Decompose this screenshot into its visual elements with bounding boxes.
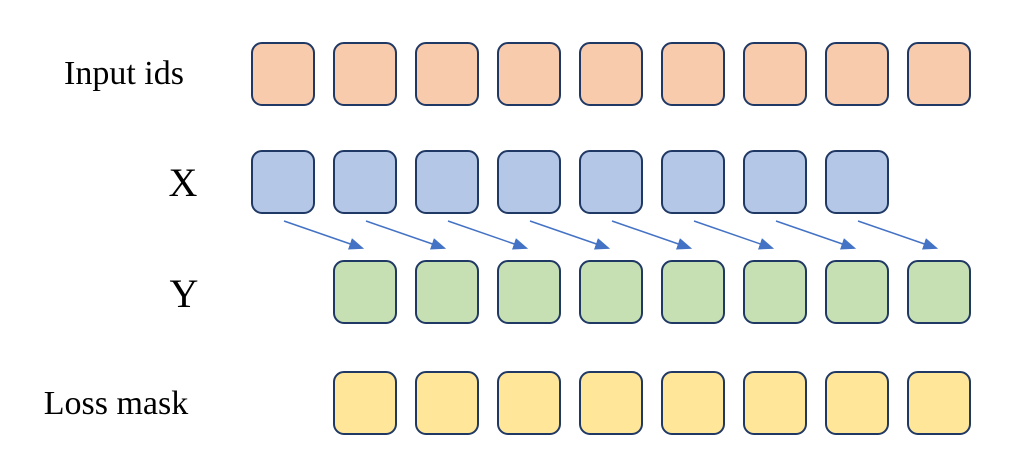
token-cell <box>743 260 807 324</box>
token-cell <box>743 150 807 214</box>
token-cell <box>333 42 397 106</box>
token-cell <box>661 150 725 214</box>
loss-mask-row <box>333 371 971 435</box>
token-cell <box>415 150 479 214</box>
row-label-y: Y <box>169 271 199 316</box>
token-cell <box>579 260 643 324</box>
token-cell <box>661 260 725 324</box>
token-cell <box>907 42 971 106</box>
token-cell <box>825 42 889 106</box>
token-cell <box>333 371 397 435</box>
y-row <box>333 260 971 324</box>
token-cell <box>743 42 807 106</box>
token-cell <box>333 150 397 214</box>
shift-arrow <box>283 220 365 250</box>
token-cell <box>497 371 561 435</box>
token-cell <box>825 260 889 324</box>
token-cell <box>661 42 725 106</box>
input-ids-row <box>251 42 971 106</box>
token-cell <box>579 150 643 214</box>
shift-arrow <box>529 220 611 250</box>
token-cell <box>497 150 561 214</box>
token-cell <box>579 371 643 435</box>
token-cell <box>415 371 479 435</box>
row-label-x: X <box>168 160 198 205</box>
x-row <box>251 150 889 214</box>
token-cell <box>415 42 479 106</box>
token-cell <box>251 42 315 106</box>
token-cell <box>579 42 643 106</box>
shift-arrow <box>857 220 939 250</box>
token-cell <box>415 260 479 324</box>
shift-arrow <box>365 220 447 250</box>
shift-arrow <box>611 220 693 250</box>
row-label-input-ids: Input ids <box>64 55 184 92</box>
token-cell <box>497 42 561 106</box>
token-cell <box>743 371 807 435</box>
token-cell <box>497 260 561 324</box>
token-cell <box>907 260 971 324</box>
shift-arrow <box>447 220 529 250</box>
token-cell <box>825 150 889 214</box>
shift-arrow <box>693 220 775 250</box>
token-cell <box>333 260 397 324</box>
token-cell <box>251 150 315 214</box>
token-cell <box>661 371 725 435</box>
row-label-loss-mask: Loss mask <box>43 385 189 422</box>
token-cell <box>825 371 889 435</box>
shift-arrow <box>775 220 857 250</box>
token-cell <box>907 371 971 435</box>
